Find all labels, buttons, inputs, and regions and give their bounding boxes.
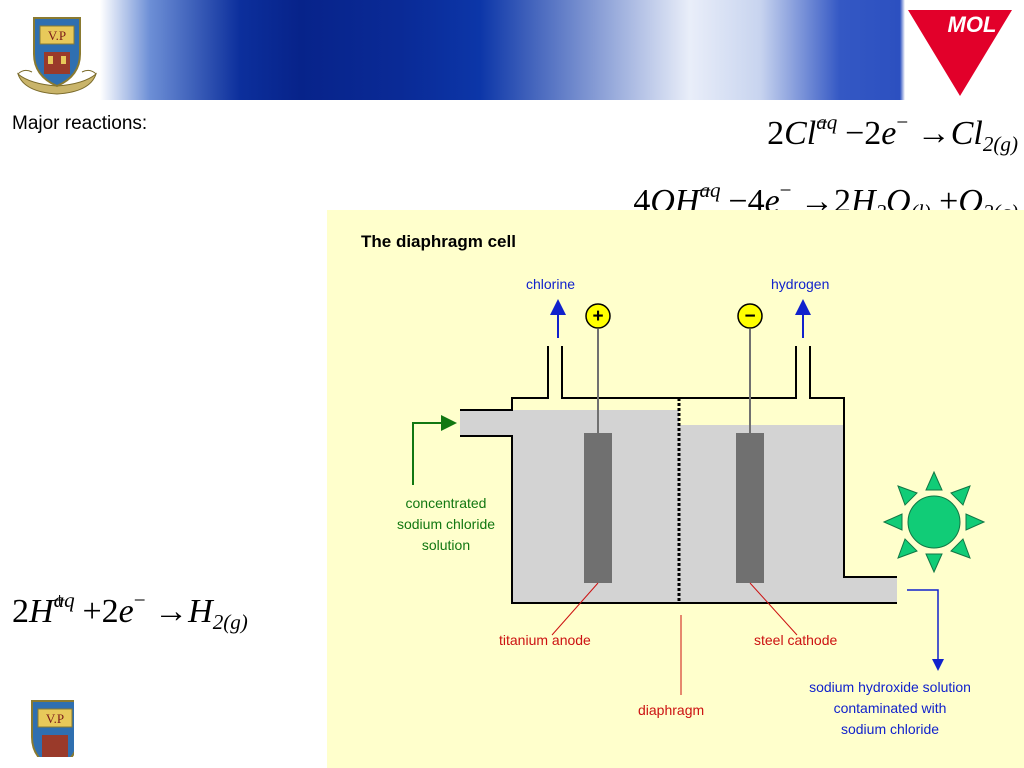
header-banner bbox=[0, 0, 1024, 100]
chlorine-label: chlorine bbox=[526, 276, 576, 292]
major-reactions-caption: Major reactions: bbox=[12, 113, 148, 134]
university-crest-small-icon: V.P bbox=[12, 695, 74, 757]
plus-terminal-icon bbox=[585, 303, 611, 329]
hydrogen-label: hydrogen bbox=[771, 276, 830, 292]
steel-cathode bbox=[736, 433, 764, 583]
svg-text:V.P: V.P bbox=[48, 28, 66, 43]
svg-text:MOL: MOL bbox=[948, 12, 997, 37]
diaphragm-cell-drawing: + − bbox=[412, 299, 986, 695]
feed-label: concentrated sodium chloride solution bbox=[396, 495, 496, 553]
mol-logo: MOL bbox=[900, 2, 1020, 98]
diaphragm-cell-diagram: The diaphragm cell + − bbox=[327, 210, 1024, 768]
titanium-anode bbox=[584, 433, 612, 583]
anode-label: titanium anode bbox=[499, 632, 591, 648]
chlorine-equation: 2Cl−aq −2e− →Cl2(g) bbox=[767, 110, 1018, 157]
product-label: sodium hydroxide solution contaminated w… bbox=[809, 679, 971, 737]
svg-text:V.P: V.P bbox=[46, 711, 64, 726]
feed-arrow-icon bbox=[412, 415, 457, 485]
electrolyte-right bbox=[679, 425, 897, 603]
minus-terminal-icon bbox=[737, 303, 763, 329]
cathode-pointer bbox=[749, 582, 798, 636]
cathode-label: steel cathode bbox=[754, 632, 838, 648]
product-arrow-icon bbox=[907, 589, 944, 671]
sun-icon bbox=[882, 470, 986, 574]
anode-pointer bbox=[551, 582, 599, 636]
plus-sign: + bbox=[592, 306, 603, 327]
hydrogen-equation: 2H+aq +2e− →H2(g) bbox=[12, 588, 248, 635]
electrolyte-left bbox=[460, 410, 679, 603]
minus-sign: − bbox=[744, 306, 755, 327]
diagram-title: The diaphragm cell bbox=[361, 232, 516, 251]
university-crest-icon: V.P bbox=[14, 12, 100, 96]
diaphragm-label: diaphragm bbox=[638, 702, 705, 718]
